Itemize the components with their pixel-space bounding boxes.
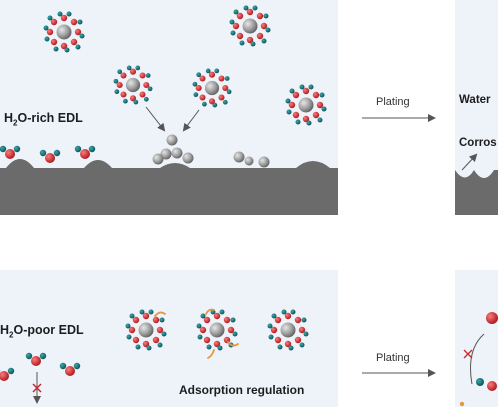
bottom-water-molecules — [0, 352, 81, 381]
adsorption-regulation-label: Adsorption regulation — [179, 383, 305, 397]
top-right-electrode — [455, 170, 498, 215]
bottom-right-fragment — [459, 312, 498, 407]
bottom-additive-chains — [154, 308, 239, 359]
top-solvated-ion-clusters — [43, 5, 327, 126]
bottom-edl-label: H2O-poor EDL — [0, 323, 84, 340]
top-plating-label: Plating — [376, 96, 410, 108]
top-edl-label: H2O-rich EDL — [4, 111, 83, 128]
bottom-left-panel — [0, 270, 338, 407]
bottom-solvated-ion-clusters — [125, 309, 309, 351]
top-right-corrosion-label: Corros — [459, 137, 497, 149]
top-right-water-label: Water — [459, 94, 491, 106]
top-water-molecules — [0, 145, 96, 163]
top-right-corrosion-arrow — [461, 153, 478, 171]
top-electrode — [0, 159, 338, 215]
top-desolvation-arrows — [145, 106, 200, 132]
top-deposited-atoms — [152, 134, 270, 168]
bottom-plating-label: Plating — [376, 352, 410, 364]
bottom-blocked-arrow — [32, 372, 42, 404]
